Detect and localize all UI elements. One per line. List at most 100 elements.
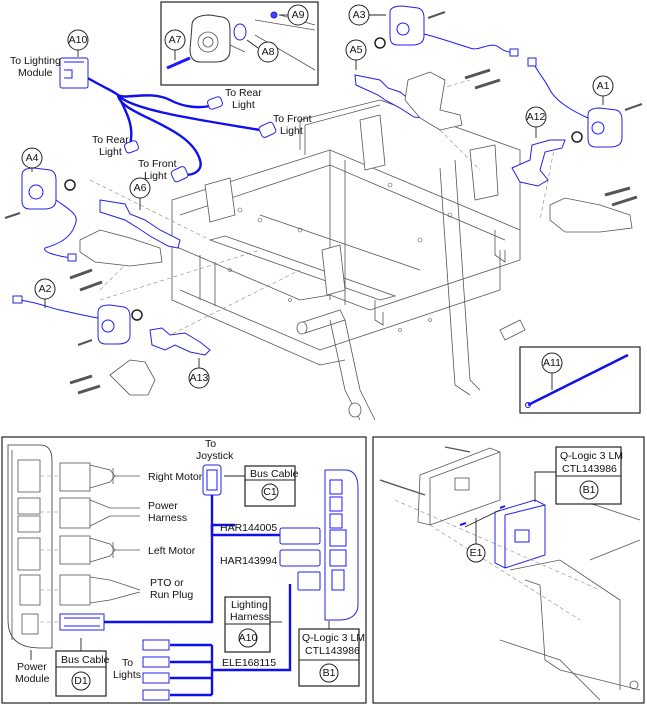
svg-text:C1: C1 [263,486,277,498]
callout-a12: A12 [525,106,547,138]
callout-a4: A4 [21,147,43,172]
label-to-front-light-1a: To Front [273,113,312,125]
label-pto-1: PTO or [150,577,184,589]
callout-a5: A5 [345,39,367,70]
grommet-icon [233,23,247,41]
svg-text:Bus Cable: Bus Cable [250,468,299,480]
svg-text:Lighting: Lighting [231,599,268,611]
lighting-harness-box: Lighting Harness A10 [224,596,282,653]
svg-text:A13: A13 [190,372,209,384]
rear-light-plug-2 [123,140,139,154]
callout-a11: A11 [541,352,563,390]
svg-text:A2: A2 [39,283,52,295]
pto-run-plug-connector [40,574,141,606]
joystick-connector [202,464,222,496]
callout-a2: A2 [34,278,56,308]
svg-text:Q-Logic 3 LM: Q-Logic 3 LM [302,632,365,644]
mounting-panel: Q-Logic 3 LM CTL143986 B1 E1 [372,436,645,704]
mount-block-upper [404,71,463,131]
power-harness-connector [40,497,140,529]
light-a4 [4,167,77,262]
label-to-rear-light-2b: Light [99,146,122,158]
callout-a9: A9 [279,4,309,26]
mount-block-left [79,229,163,267]
left-motor-connector [40,535,140,565]
svg-text:A9: A9 [292,9,305,21]
svg-text:A6: A6 [134,182,147,194]
svg-text:A12: A12 [527,111,546,123]
bracket-a6 [99,199,181,249]
light-a1 [527,57,643,148]
bus-cable-d1-wire [104,523,235,624]
label-to-rear-light-1b: Light [232,99,255,111]
svg-text:A5: A5 [350,44,363,56]
bolts [69,68,638,395]
svg-text:B1: B1 [323,667,336,679]
label-power-harness-2: Harness [148,512,187,524]
svg-text:B1: B1 [583,484,596,496]
label-to-lighting-module-2: Module [18,67,53,79]
bus-cable-d1-box: Bus Cable D1 [55,638,110,697]
bracket-a12 [511,139,566,187]
svg-text:A8: A8 [262,46,275,58]
svg-text:A7: A7 [169,34,182,46]
svg-text:Q-Logic 3 LM: Q-Logic 3 LM [560,450,623,462]
rear-light-plug-1 [207,96,223,110]
callout-a3: A3 [348,4,386,26]
label-to-rear-light-2a: To Rear [92,134,129,146]
svg-text:CTL143986: CTL143986 [305,645,360,657]
lighting-harness-a10 [59,57,277,183]
right-motor-connector [40,462,140,492]
callout-a7: A7 [164,29,186,60]
harness-connector-block [59,57,89,89]
label-to-joystick-1: To [205,438,216,450]
callout-a10: A10 [67,29,89,57]
label-to-front-light-2b: Light [144,170,167,182]
label-to-rear-light-1a: To Rear [225,87,262,99]
screw-icon [166,56,191,70]
qlogic-box-mount: Q-Logic 3 LM CTL143986 B1 [534,446,623,505]
chair-frame [171,99,526,421]
svg-text:E1: E1 [470,547,483,559]
lighting-plug [297,571,321,591]
callout-a13: A13 [188,358,210,389]
har144005-wire [210,495,280,537]
label-to-front-light-2a: To Front [138,158,177,170]
label-to-lights-1: To [122,657,133,669]
bracket-a13 [149,327,211,356]
svg-text:A1: A1 [597,80,610,92]
mount-block-right [549,197,633,233]
svg-text:A10: A10 [69,34,88,46]
front-light-plug-1 [258,121,277,138]
power-module [7,444,53,649]
label-pto-2: Run Plug [150,589,193,601]
svg-text:A11: A11 [543,357,561,369]
cable-tie-inset [519,346,641,414]
svg-text:CTL143986: CTL143986 [562,463,617,475]
label-to-joystick-2: Joystick [196,450,234,462]
assembly-guide-lines [89,79,556,341]
callout-e1: E1 [466,518,486,563]
svg-text:A3: A3 [353,9,366,21]
label-power-harness-1: Power [148,500,178,512]
qlogic-module-schematic [324,469,359,621]
qlogic-box-schematic: Q-Logic 3 LM CTL143986 B1 [298,621,365,687]
svg-text:A4: A4 [26,152,39,164]
har143994-plug [279,549,321,567]
label-to-lights-2: Lights [113,669,141,681]
light-a3 [374,5,519,57]
cable-tie-icon [527,353,629,407]
mount-block-lower [109,359,156,396]
qlogic-module-mount [494,499,546,569]
label-to-front-light-1b: Light [280,125,303,137]
svg-text:Bus Cable: Bus Cable [61,654,110,666]
svg-text:D1: D1 [74,675,88,687]
har144005-plug [279,527,321,545]
bus-cable-c1-box: Bus Cable C1 [224,465,299,507]
front-light-plug-2 [170,166,189,183]
label-har143994: HAR143994 [220,555,277,567]
callout-a8: A8 [246,39,279,63]
light-a2 [12,295,143,346]
ele168115-wire [212,584,292,672]
